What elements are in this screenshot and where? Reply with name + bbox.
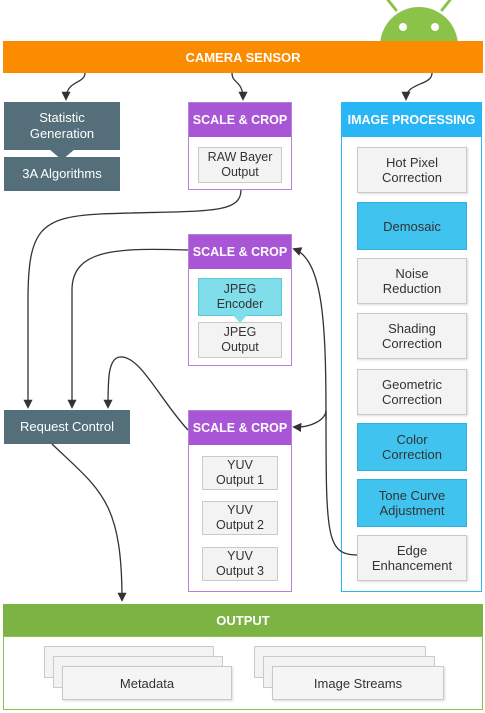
- scale-crop-jpeg-title-text: SCALE & CROP: [192, 245, 288, 259]
- raw-bayer-line2: Output: [221, 165, 259, 179]
- yuv-output-2-line1: YUV: [227, 503, 253, 517]
- step-shading-correction: Shading Correction: [357, 313, 467, 359]
- scale-crop-jpeg-title: SCALE & CROP: [189, 235, 291, 269]
- raw-bayer-output-box: RAW Bayer Output: [198, 147, 282, 183]
- image-processing-title-text: IMAGE PROCESSING: [347, 113, 476, 127]
- arrow-request-to-output: [51, 443, 127, 602]
- step-color-correction: Color Correction: [357, 423, 467, 471]
- arrow-sensor-to-isp: [401, 72, 433, 101]
- statistic-pointer-icon: [49, 149, 75, 160]
- step-noise-reduction: Noise Reduction: [357, 258, 467, 304]
- image-streams-label: Image Streams: [313, 675, 403, 691]
- step-tone-curve-adjustment: Tone Curve Adjustment: [357, 479, 467, 527]
- image-processing-title: IMAGE PROCESSING: [342, 103, 481, 137]
- yuv-output-3-line1: YUV: [227, 549, 253, 563]
- step-hot-pixel-correction: Hot Pixel Correction: [357, 147, 467, 193]
- arrow-jpeg-to-request: [67, 248, 189, 409]
- jpeg-encoder-line1: JPEG: [223, 282, 257, 296]
- step-line2: Correction: [382, 170, 442, 185]
- scale-crop-yuv-title-text: SCALE & CROP: [192, 421, 288, 435]
- step-line1: Hot Pixel: [385, 155, 439, 170]
- arrow-sensor-to-raw: [231, 72, 248, 101]
- raw-bayer-line1: RAW Bayer: [207, 150, 273, 164]
- yuv-output-1-box: YUV Output 1: [202, 456, 278, 490]
- step-line2: Correction: [382, 336, 442, 351]
- yuv-output-1-line2: Output 1: [216, 473, 264, 487]
- camera-sensor-label: CAMERA SENSOR: [185, 49, 301, 65]
- output-bar: OUTPUT: [3, 604, 483, 636]
- request-control-label: Request Control: [20, 419, 114, 434]
- step-line2: Enhancement: [371, 558, 453, 573]
- jpeg-encoder-line2: Encoder: [216, 297, 264, 311]
- step-line1: Edge: [396, 543, 428, 558]
- metadata-card: Metadata: [62, 666, 232, 700]
- android-logo-icon: [380, 0, 458, 46]
- scale-crop-raw-title-text: SCALE & CROP: [192, 113, 288, 127]
- jpeg-output-line2: Output: [221, 340, 259, 354]
- yuv-output-3-line2: Output 3: [216, 564, 264, 578]
- arrow-isp-to-jpeg: [292, 247, 327, 421]
- yuv-output-2-line2: Output 2: [216, 518, 264, 532]
- step-line2: Correction: [382, 447, 442, 462]
- request-control-box: Request Control: [4, 410, 130, 444]
- scale-crop-yuv-title: SCALE & CROP: [189, 411, 291, 445]
- jpeg-output-line1: JPEG: [223, 325, 257, 339]
- scale-crop-raw-title: SCALE & CROP: [189, 103, 291, 137]
- step-line2: Reduction: [382, 281, 442, 296]
- step-line1: Tone Curve: [378, 488, 446, 503]
- step-line1: Noise: [395, 266, 429, 281]
- step-geometric-correction: Geometric Correction: [357, 369, 467, 415]
- metadata-label: Metadata: [119, 675, 175, 691]
- 3a-algorithms-box: 3A Algorithms: [4, 157, 120, 191]
- step-line1: Color: [396, 432, 428, 447]
- step-line1: Geometric: [382, 377, 442, 392]
- yuv-output-3-box: YUV Output 3: [202, 547, 278, 581]
- step-line2: Adjustment: [379, 503, 445, 518]
- camera-sensor-bar: CAMERA SENSOR: [3, 41, 483, 73]
- step-line2: Correction: [382, 392, 442, 407]
- yuv-output-1-line1: YUV: [227, 458, 253, 472]
- 3a-algorithms-label: 3A Algorithms: [22, 166, 102, 181]
- statistic-line1: Statistic: [39, 110, 85, 125]
- scale-crop-jpeg-module: SCALE & CROP JPEG Encoder JPEG Output: [188, 234, 292, 366]
- image-streams-card: Image Streams: [272, 666, 444, 700]
- jpeg-output-box: JPEG Output: [198, 322, 282, 358]
- step-edge-enhancement: Edge Enhancement: [357, 535, 467, 581]
- statistic-line2: Generation: [29, 126, 95, 141]
- jpeg-encoder-box: JPEG Encoder: [198, 278, 282, 316]
- yuv-output-2-box: YUV Output 2: [202, 501, 278, 535]
- scale-crop-raw-module: SCALE & CROP RAW Bayer Output: [188, 102, 292, 190]
- step-line1: Shading: [388, 321, 436, 336]
- scale-crop-yuv-module: SCALE & CROP YUV Output 1 YUV Output 2 Y…: [188, 410, 292, 592]
- output-title: OUTPUT: [216, 612, 270, 628]
- step-line1: Demosaic: [383, 218, 441, 234]
- arrow-sensor-to-statistic: [61, 72, 86, 101]
- step-demosaic: Demosaic: [357, 202, 467, 250]
- statistic-generation-box: Statistic Generation: [4, 102, 120, 150]
